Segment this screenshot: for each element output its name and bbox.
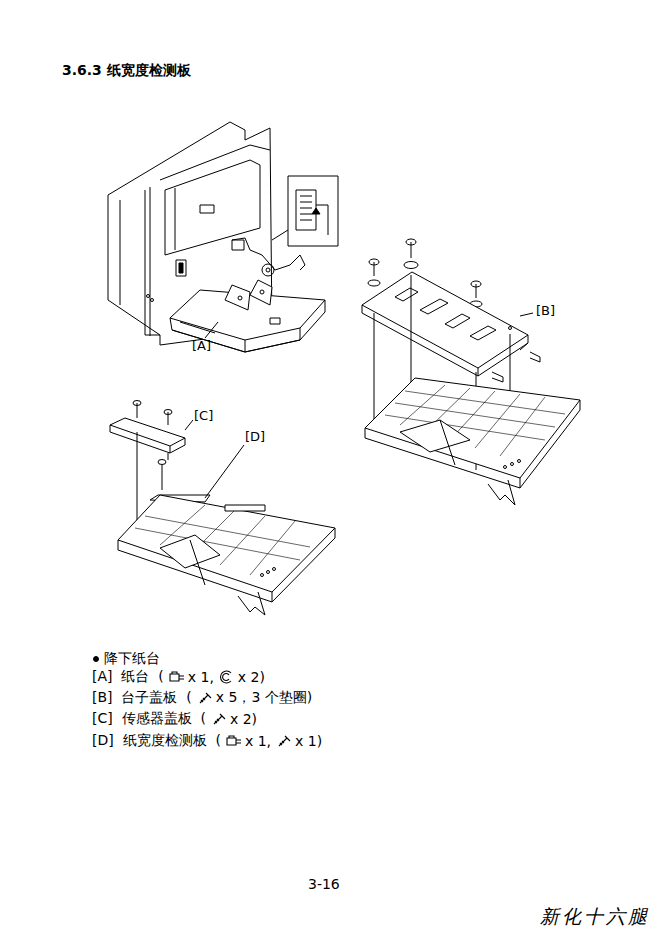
parts-list-text: x 5，3 个垫圈): [216, 689, 312, 707]
parts-list-text: x 1): [295, 733, 322, 749]
parts-list-text: [C] 传感器盖板 (: [92, 710, 206, 728]
parts-list-text: x 2): [238, 669, 265, 685]
callout-label: [A]: [192, 338, 211, 354]
page-number: 3-16: [308, 876, 340, 893]
watermark: 新化十六腿: [540, 905, 650, 928]
clip-icon: [219, 670, 235, 684]
parts-list-text: x 1,: [245, 733, 271, 749]
parts-list-text: x 1,: [188, 669, 214, 685]
callout-label: [C]: [194, 408, 213, 424]
screw-icon: [197, 691, 213, 705]
connector-icon: [169, 670, 185, 684]
parts-list-text: [D] 纸宽度检测板 (: [92, 732, 221, 750]
callout-label: [D]: [245, 429, 265, 445]
parts-list-text: x 2): [230, 711, 257, 727]
parts-list-row: [D] 纸宽度检测板 ( x 1, x 1): [92, 732, 322, 750]
cover-plate-figure: [362, 239, 580, 505]
callout-label: [B]: [536, 303, 555, 319]
parts-list-row: [C] 传感器盖板 ( x 2): [92, 710, 257, 728]
connector-icon: [226, 734, 242, 748]
list-bullet: [94, 657, 99, 662]
step-note: 降下纸台: [104, 650, 160, 667]
section-title: 3.6.3 纸宽度检测板: [62, 62, 191, 79]
parts-list-row: [A] 纸台 ( x 1, x 2): [92, 668, 265, 686]
parts-list-text: [B] 台子盖板 (: [92, 689, 192, 707]
sensor-figure: [110, 401, 335, 616]
machine-figure: [108, 122, 338, 352]
parts-list-row: [B] 台子盖板 ( x 5，3 个垫圈): [92, 689, 312, 707]
parts-list-text: [A] 纸台 (: [92, 668, 164, 686]
screw-icon: [211, 712, 227, 726]
screw-icon: [276, 734, 292, 748]
